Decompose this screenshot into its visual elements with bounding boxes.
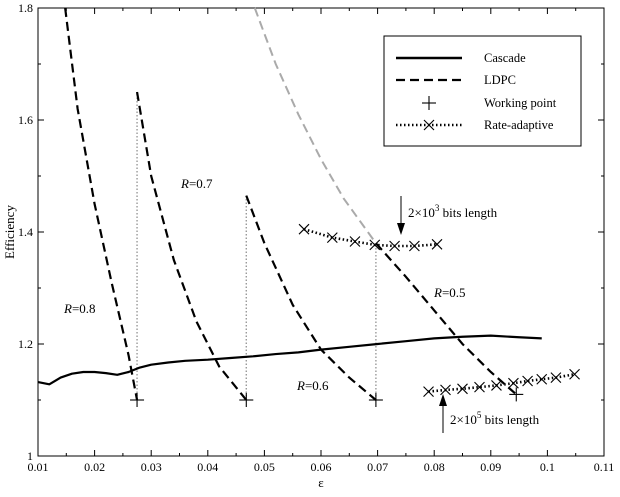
legend-swatch-working-point	[422, 96, 436, 110]
series-ldpc-extension	[253, 7, 377, 244]
legend-item-ldpc: LDPC	[396, 73, 516, 87]
annotation-r08-value: =0.8	[72, 301, 96, 316]
annotation-r07-symbol: R	[180, 176, 189, 191]
annotations: R=0.8 R=0.7 R=0.6 R=0.5 2×103 bits lengt…	[63, 176, 540, 433]
legend-box	[383, 35, 582, 147]
annotation-r05-symbol: R	[433, 285, 442, 300]
rate-adaptive-marker	[349, 236, 361, 247]
annotation-r07-value: =0.7	[189, 176, 213, 191]
series-ldpc-segment	[64, 7, 139, 401]
working-point-marker	[368, 393, 383, 407]
x-tick-label: 0.07	[367, 460, 388, 474]
annotation-r08-symbol: R	[63, 301, 72, 316]
annotation-r06-symbol: R	[296, 378, 305, 393]
legend-plus-glyph	[422, 96, 436, 110]
x-tick-label: 0.08	[424, 460, 445, 474]
x-tick-label: 0.03	[141, 460, 162, 474]
rate-adaptive-marker	[440, 384, 451, 396]
y-tick-label: 1.6	[18, 113, 33, 127]
y-tick-label: 1.2	[18, 337, 33, 351]
annotation-r05-value: =0.5	[442, 285, 466, 300]
series-ldpc-segment	[135, 91, 248, 401]
rate-adaptive-marker	[431, 238, 443, 250]
legend-cross-glyph	[423, 119, 435, 131]
annotation-r05: R=0.5	[433, 285, 466, 300]
legend-swatch-rate-adaptive-marker	[423, 119, 435, 131]
rate-adaptive-marker	[491, 380, 502, 391]
working-point-marker	[509, 387, 524, 402]
annotation-len5-tail: bits length	[481, 412, 539, 427]
annotation-len3-lead: 2×10	[408, 205, 435, 220]
legend-label-ldpc: LDPC	[484, 73, 516, 87]
series-layer	[37, 7, 580, 407]
rate-adaptive-marker	[423, 386, 434, 397]
legend-label-rate-adaptive: Rate-adaptive	[484, 118, 554, 132]
x-tick-label: 0.04	[197, 460, 218, 474]
rate-adaptive-marker	[522, 375, 533, 387]
plot-area	[37, 7, 605, 457]
rate-adaptive-marker	[326, 232, 338, 243]
annotation-len5-lead: 2×10	[450, 412, 477, 427]
annotation-block-length-long: 2×105 bits length	[450, 410, 540, 427]
legend-label-working-point: Working point	[484, 96, 557, 110]
x-tick-label: 0.02	[84, 460, 105, 474]
rate-adaptive-marker	[550, 372, 562, 383]
y-axis-label: Efficiency	[2, 205, 17, 259]
annotation-len3-tail: bits length	[439, 205, 497, 220]
x-tick-label: 0.06	[311, 460, 332, 474]
vertical-dotted-lines	[136, 92, 377, 400]
rate-adaptive-marker	[536, 373, 548, 385]
series-ldpc-segment	[245, 195, 377, 401]
y-tick-label: 1.4	[18, 225, 33, 239]
tick-labels: 0.01 0.02 0.03 0.04 0.05 0.06 0.07 0.08 0.09 0.1 0…	[18, 1, 614, 474]
legend: Cascade LDPC Working point Rate-adaptive	[383, 35, 582, 147]
legend-item-rate-adaptive: Rate-adaptive	[396, 118, 554, 132]
rate-adaptive-marker	[409, 240, 420, 252]
annotation-block-length-short: 2×103 bits length	[408, 203, 498, 220]
x-tick-label: 0.01	[28, 460, 49, 474]
rate-adaptive-marker	[474, 381, 485, 393]
annotation-len5-exponent: 5	[477, 410, 482, 420]
x-axis-label: ε	[318, 475, 324, 490]
annotation-r06: R=0.6	[296, 378, 329, 393]
x-tick-label: 0.09	[480, 460, 501, 474]
working-point-marker	[239, 393, 254, 407]
x-tick-label: 0.11	[594, 460, 615, 474]
rate-adaptive-marker	[457, 383, 468, 395]
series-rate-adaptive	[428, 372, 575, 393]
x-tick-label: 0.05	[254, 460, 275, 474]
annotation-arrowhead-long-block	[439, 394, 447, 406]
rate-adaptive-marker	[508, 377, 519, 389]
annotation-r07: R=0.7	[180, 176, 213, 191]
series-ldpc-segment	[375, 242, 517, 396]
annotation-r08: R=0.8	[63, 301, 96, 316]
annotation-arrowhead-short-block	[397, 223, 405, 235]
annotation-r06-value: =0.6	[305, 378, 329, 393]
axis-ticks	[37, 7, 605, 457]
rate-adaptive-marker	[298, 223, 310, 235]
x-tick-label: 0.1	[540, 460, 555, 474]
y-tick-label: 1.8	[18, 1, 33, 15]
rate-adaptive-marker	[389, 240, 400, 252]
legend-item-working-point: Working point	[422, 96, 557, 110]
working-point-marker	[130, 393, 145, 407]
series-cascade	[37, 334, 542, 386]
annotation-len3-exponent: 3	[435, 203, 440, 213]
rate-adaptive-marker	[569, 368, 580, 380]
legend-label-cascade: Cascade	[484, 51, 526, 65]
rate-adaptive-marker	[369, 239, 381, 251]
legend-item-cascade: Cascade	[396, 51, 526, 65]
y-tick-label: 1	[27, 449, 33, 463]
